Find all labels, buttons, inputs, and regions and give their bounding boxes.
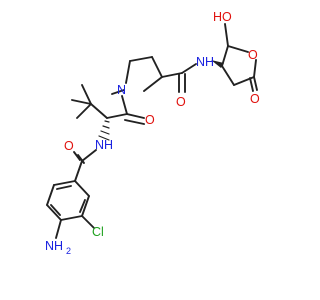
amine-subscript: 2 (66, 246, 71, 256)
bond (111, 89, 125, 95)
bond (124, 119, 145, 125)
bond (74, 180, 90, 197)
bond (81, 195, 90, 217)
molecule-structure: HO NH O O O N O NH O Cl NH 2 (45, 10, 260, 256)
bond (249, 77, 254, 92)
lactone-ring-oxygen-label: O (248, 48, 258, 62)
structure-canvas: HO NH O O O N O NH O Cl NH 2 (45, 10, 260, 256)
bond (125, 60, 131, 84)
tle-carbonyl-oxygen-label: O (145, 113, 155, 127)
bond (71, 99, 92, 105)
bond (253, 59, 257, 78)
stereo-hash (98, 120, 110, 141)
bond (55, 219, 62, 239)
stereo-wedge (211, 60, 224, 68)
bond (227, 45, 249, 53)
bond (74, 160, 83, 182)
bond (50, 204, 61, 216)
bond (90, 103, 108, 119)
bond (151, 56, 163, 78)
bond (106, 113, 128, 119)
bond (221, 65, 235, 86)
tle-nh-label: NH (95, 138, 113, 152)
bond (73, 151, 81, 161)
atom-labels: HO NH O O O N O NH O Cl NH 2 (45, 10, 260, 256)
bond (253, 76, 258, 91)
benzamide-oxygen-label: O (64, 139, 74, 153)
chlorine-label: Cl (92, 225, 104, 239)
amide-nh-label: NH (196, 55, 214, 69)
amide-oxygen-label: O (176, 95, 186, 109)
bond (79, 199, 86, 213)
lactone-carbonyl-oxygen-label: O (250, 92, 260, 106)
bond (81, 149, 97, 162)
bond (81, 84, 92, 105)
bond (126, 113, 145, 119)
bond (224, 23, 229, 47)
pyrrolidine-nitrogen-label: N (117, 83, 126, 97)
bond (56, 185, 72, 190)
bond (129, 56, 153, 62)
bond (181, 63, 197, 74)
bond (121, 95, 128, 115)
hydroxyl-label: HO (213, 10, 232, 24)
bond (221, 45, 229, 67)
bond (46, 204, 62, 221)
bond (143, 76, 163, 92)
amine-label: NH (45, 239, 63, 253)
bond-layer (46, 23, 258, 239)
bond (77, 154, 85, 164)
bond (76, 103, 92, 119)
bond (60, 215, 83, 221)
bond (53, 180, 76, 186)
bond (81, 215, 95, 229)
bond (46, 184, 55, 206)
